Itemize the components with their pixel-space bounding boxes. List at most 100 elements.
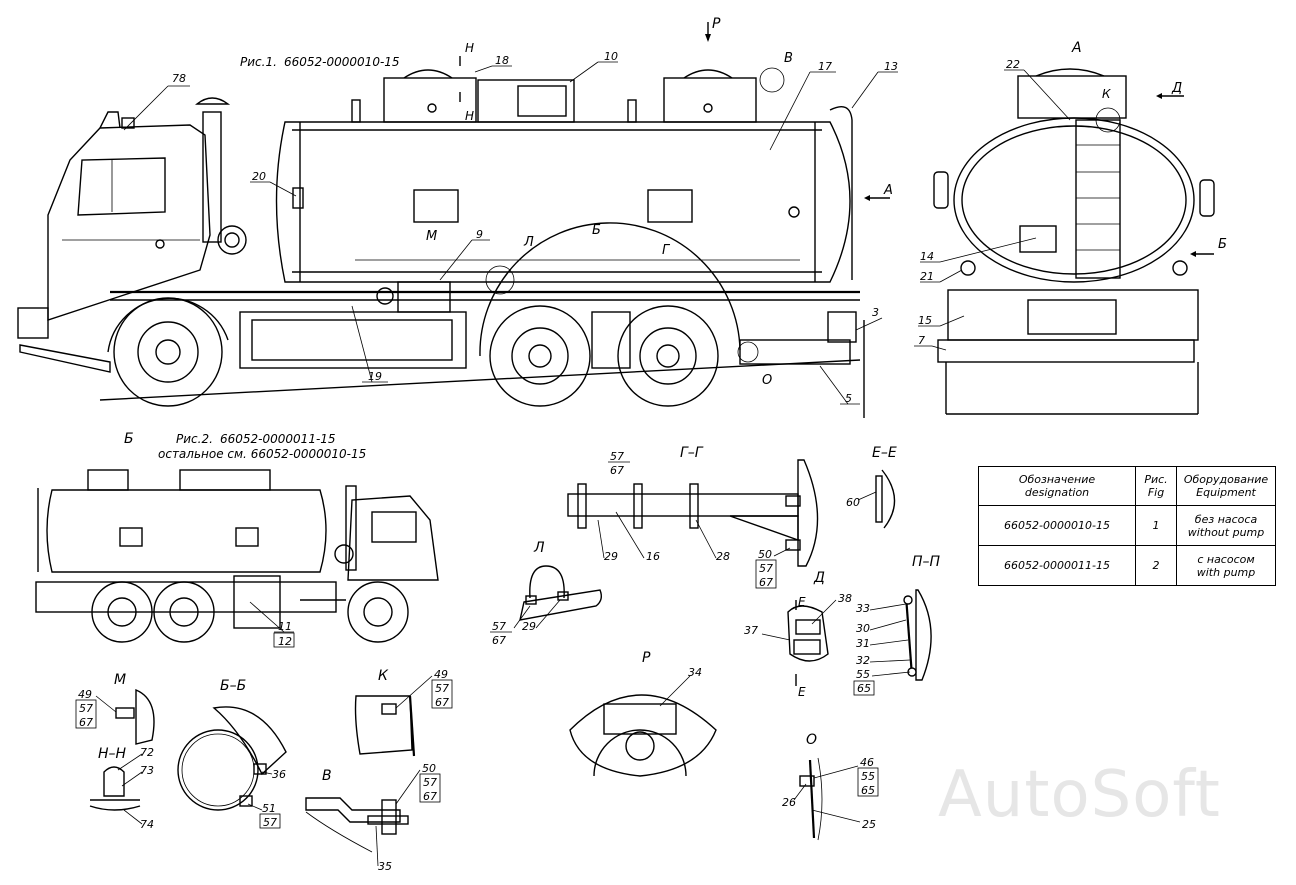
callout-65-o: 65 [861,784,875,797]
callout-67-m: 67 [79,716,93,729]
callout-30: 30 [856,622,870,635]
table-cell-equipment: без насоса without pump [1176,505,1276,546]
view-V-marker: В [784,51,793,66]
section-PP: П–П 33 30 31 32 55 65 [853,554,941,696]
callout-16: 16 [646,550,660,563]
view-O-title: О [806,732,817,748]
section-PP-title: П–П [912,554,941,570]
callout-74: 74 [140,818,154,831]
callout-38: 38 [838,592,852,605]
section-E-bottom: Е [798,685,806,699]
table-row: 66052-0000010-15 1 без насоса without pu… [978,505,1276,546]
view-A-arrow-label: А [883,183,893,198]
section-EE: Е–Е 60 [846,445,897,529]
callout-57-gg2: 57 [759,562,773,575]
callout-50-v: 50 [422,762,436,775]
callout-55-pp: 55 [856,668,870,681]
callout-20: 20 [252,170,266,183]
callout-17: 17 [818,60,832,73]
callout-13: 13 [884,60,898,73]
callout-29-l: 29 [522,620,536,633]
callout-73: 73 [140,764,154,777]
section-N-bottom: Н [465,109,474,123]
callout-32: 32 [856,654,870,667]
table-cell-designation: 66052-0000010-15 [978,505,1136,546]
callout-26: 26 [782,796,796,809]
fig2-view-B-label: Б [124,431,134,447]
section-BB: Б–Б 36 51 57 [177,678,287,829]
view-P: Р 34 [569,650,717,777]
section-NN-title: Н–Н [98,746,127,762]
section-B-rear-marker: Б [1218,237,1227,252]
section-G-marker: Г [662,243,671,258]
view-L: Л 57 67 29 [490,540,603,647]
callout-49-m: 49 [78,688,92,701]
fig2-code: 66052-0000011-15 [220,432,336,446]
table-cell-designation: 66052-0000011-15 [978,545,1136,586]
view-M-marker: М [426,229,437,244]
callout-67-k: 67 [435,696,449,709]
view-D-marker: Д [1171,81,1182,96]
callout-67-l: 67 [492,634,506,647]
table-cell-fig: 1 [1135,505,1177,546]
view-A-title: А [1071,40,1082,56]
view-D: Д Е Е 38 37 [744,570,852,699]
callout-65-pp: 65 [857,682,871,695]
callout-50-gg: 50 [758,548,772,561]
fig2-note: остальное см. 66052-0000010-15 [158,447,366,461]
fig1-title: Рис.1. [240,55,277,69]
view-A-rear: А К Д Б 22 14 21 [914,40,1227,415]
section-E-top: Е [798,595,806,609]
fig1-side-view: Рис.1. 66052-0000010-15 Р [17,16,898,418]
callout-57-bb: 57 [263,816,277,829]
callout-35: 35 [378,860,392,873]
callout-67-gg: 67 [610,464,624,477]
section-EE-title: Е–Е [872,445,897,461]
callout-57-l: 57 [492,620,506,633]
view-O-marker: О [762,373,772,388]
callout-14: 14 [920,250,934,263]
callout-21: 21 [920,270,934,283]
callout-11: 11 [278,620,292,633]
callout-19: 19 [368,370,382,383]
callout-57-v: 57 [423,776,437,789]
table-row: 66052-0000011-15 2 с насосом with pump [978,545,1276,586]
callout-22: 22 [1006,58,1020,71]
callout-18: 18 [495,54,509,67]
callout-78: 78 [172,72,186,85]
callout-12: 12 [278,635,292,648]
callout-57-k: 57 [435,682,449,695]
callout-67-gg2: 67 [759,576,773,589]
section-NN: Н–Н 72 73 74 [89,746,154,831]
section-GG: Г–Г 57 67 29 16 28 50 57 67 [567,445,819,589]
view-P-label: Р [712,16,721,32]
callout-55-o: 55 [861,770,875,783]
section-BB-title: Б–Б [220,678,246,694]
callout-34: 34 [688,666,702,679]
table-cell-fig: 2 [1135,545,1177,586]
callout-57-m: 57 [79,702,93,715]
section-B-marker: Б [592,223,601,238]
callout-3: 3 [872,306,879,319]
view-M: М 49 57 67 [75,672,155,745]
section-GG-title: Г–Г [680,445,704,461]
fig2-side-view: Б Рис.2. 66052-0000011-15 остальное см. … [35,431,439,648]
callout-37: 37 [744,624,758,637]
callout-28: 28 [716,550,730,563]
callout-10: 10 [604,50,618,63]
table-header-fig: Рис. Fig [1135,466,1177,506]
callout-72: 72 [140,746,154,759]
view-K-marker: К [1102,87,1111,101]
callout-60: 60 [846,496,860,509]
view-O: О 46 55 65 26 25 [782,732,879,841]
view-P-title: Р [642,650,651,666]
callout-57-gg: 57 [610,450,624,463]
section-N-top: Н [465,41,474,55]
callout-51: 51 [262,802,276,815]
view-K: К 49 57 67 [354,668,453,757]
callout-67-v: 67 [423,790,437,803]
fig2-title: Рис.2. [176,432,213,446]
view-V-title: В [322,768,332,784]
view-V: В 50 57 67 35 [305,762,441,873]
callout-49-k: 49 [434,668,448,681]
